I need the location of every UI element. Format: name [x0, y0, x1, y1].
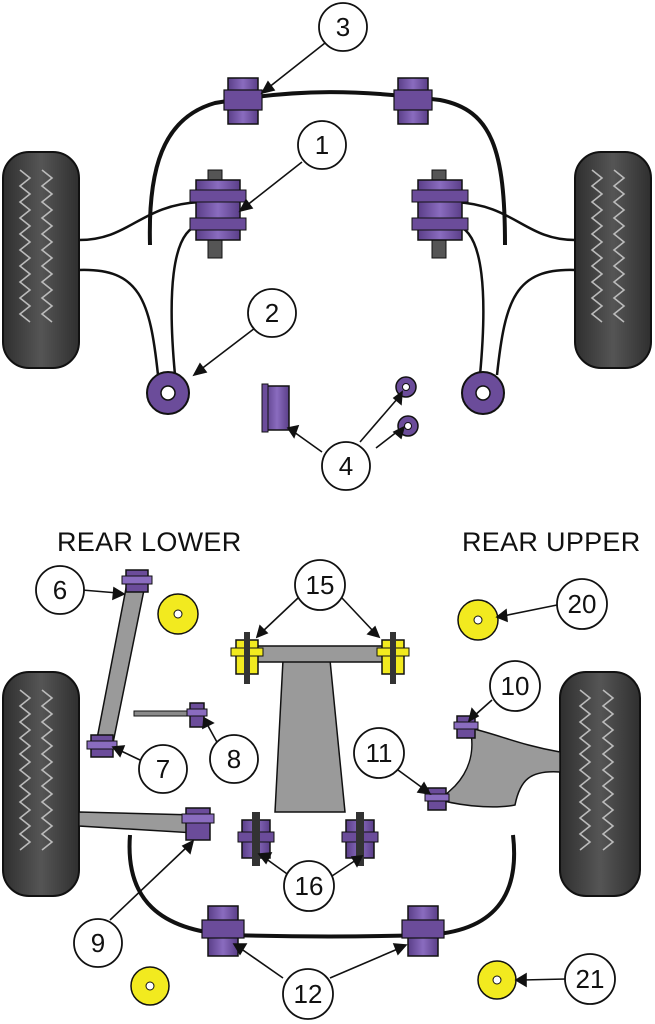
- svg-text:6: 6: [53, 575, 67, 605]
- front-left-lower-arm: [78, 200, 201, 376]
- callout-12: 12: [282, 968, 334, 1020]
- svg-text:2: 2: [265, 298, 279, 328]
- front-anti-roll-bar: [147, 90, 507, 246]
- bush-3-left: [223, 77, 263, 125]
- callout-2: 2: [247, 288, 297, 338]
- washer-20: [457, 599, 499, 641]
- svg-text:8: 8: [227, 744, 241, 774]
- tyre-top-left: [2, 151, 80, 369]
- callout-11: 11: [353, 727, 405, 779]
- callout-6: 6: [35, 565, 85, 615]
- svg-text:16: 16: [295, 871, 324, 901]
- rear-upper-arm: [424, 715, 561, 811]
- callout-3: 3: [318, 2, 368, 52]
- svg-text:3: 3: [336, 12, 350, 42]
- bush-1-right: [411, 169, 469, 259]
- callout-1: 1: [297, 120, 347, 170]
- svg-text:9: 9: [91, 928, 105, 958]
- svg-text:7: 7: [156, 754, 170, 784]
- rear-upper-title: REAR UPPER: [462, 527, 641, 557]
- callout-arrows: [81, 42, 567, 988]
- rear-anti-roll-bar: [127, 834, 517, 939]
- tyre-bottom-right: [559, 671, 641, 897]
- svg-text:12: 12: [294, 979, 323, 1009]
- svg-text:4: 4: [339, 451, 353, 481]
- callout-7: 7: [138, 744, 188, 794]
- callout-4: 4: [321, 441, 371, 491]
- bush-12-right: [401, 905, 445, 957]
- bush-2-left: [146, 371, 190, 415]
- callout-9: 9: [73, 918, 123, 968]
- rear-subframe: [230, 632, 410, 813]
- bush-3-right: [393, 77, 433, 125]
- washer-21: [477, 960, 517, 1000]
- bush-2-right: [461, 371, 505, 415]
- rear-lower-link: [86, 569, 153, 758]
- tyre-top-right: [574, 151, 652, 369]
- rear-tie-rod: [133, 702, 208, 728]
- washer-lower-left-bottom: [130, 966, 170, 1006]
- tyre-bottom-left: [2, 671, 80, 897]
- rear-trailing-arm: [78, 807, 215, 841]
- washer-lower-left-top: [157, 593, 199, 635]
- callout-15: 15: [294, 559, 346, 611]
- callout-10: 10: [489, 660, 541, 712]
- bush-16-left: [237, 812, 275, 866]
- svg-text:10: 10: [501, 671, 530, 701]
- bush-4-group: [261, 376, 419, 437]
- callout-16: 16: [283, 860, 335, 912]
- svg-text:1: 1: [315, 130, 329, 160]
- bush-1-left: [189, 169, 247, 259]
- callout-21: 21: [564, 953, 616, 1005]
- svg-text:21: 21: [576, 964, 605, 994]
- svg-text:20: 20: [568, 589, 597, 619]
- svg-text:15: 15: [306, 570, 335, 600]
- callout-8: 8: [209, 734, 259, 784]
- front-right-lower-arm: [454, 200, 576, 376]
- bush-12-left: [201, 905, 245, 957]
- rear-lower-title: REAR LOWER: [57, 527, 242, 557]
- svg-text:11: 11: [366, 738, 393, 768]
- callout-20: 20: [556, 578, 608, 630]
